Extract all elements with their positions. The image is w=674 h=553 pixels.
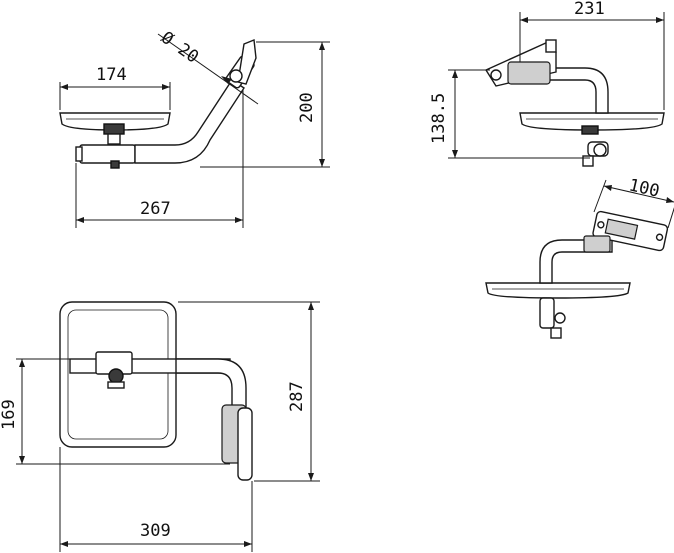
dim-169-label: 169 bbox=[0, 399, 19, 430]
dim-267-label: 267 bbox=[140, 199, 171, 219]
dim-138-label: 138.5 bbox=[429, 93, 449, 144]
iso-view bbox=[485, 179, 674, 339]
top-view bbox=[59, 33, 330, 228]
dim-309-label: 309 bbox=[140, 521, 171, 541]
dim-200-label: 200 bbox=[297, 92, 317, 123]
side-view bbox=[448, 12, 665, 167]
front-view bbox=[16, 301, 320, 552]
dim-100-label: 100 bbox=[627, 175, 661, 201]
dim-287-label: 287 bbox=[287, 381, 307, 412]
dim-diameter-label: Ø 20 bbox=[157, 28, 202, 68]
dim-231-label: 231 bbox=[574, 0, 605, 19]
dim-174-label: 174 bbox=[96, 65, 127, 85]
